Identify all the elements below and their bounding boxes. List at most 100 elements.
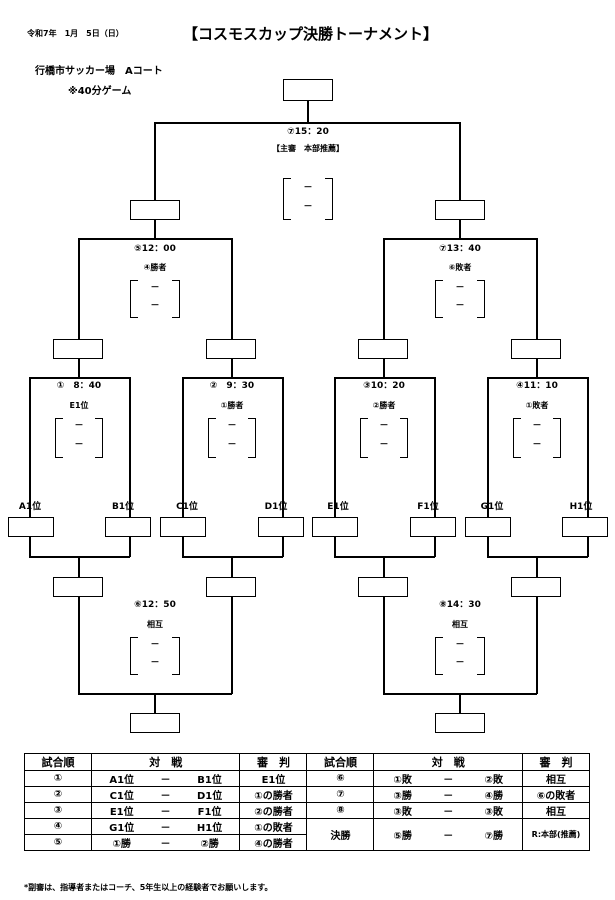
team-box-d1[interactable] — [258, 517, 304, 537]
qf-4-referee: ①敗者 — [525, 401, 549, 410]
table-row: ④ G1位 － H1位 ①の敗者 決勝 ⑤勝 － ⑦勝 R:本部(推薦) — [24, 818, 590, 851]
cell-team-b: D1位 — [179, 786, 241, 803]
table-row: ① A1位 － B1位 E1位 ⑥ ①敗 － ②敗 相互 — [24, 770, 590, 787]
table-row: ⑤ ①勝 － ②勝 ④の勝者 — [24, 834, 590, 851]
team-box-e1[interactable] — [312, 517, 358, 537]
col-match: 対 戦 — [90, 753, 241, 771]
final-score-2: － — [303, 202, 313, 212]
team-box-b1[interactable] — [105, 517, 151, 537]
team-label-h1: H1位 — [569, 502, 593, 512]
cell-team-a: ③勝 — [373, 786, 431, 803]
cell-team-a: E1位 — [91, 802, 152, 819]
qf-4-score-2: － — [532, 440, 542, 450]
team-box-h1[interactable] — [562, 517, 608, 537]
loser-final-2-box[interactable] — [435, 713, 485, 733]
qf-1-score-2: － — [74, 440, 84, 450]
qf-2-loser-box[interactable] — [206, 577, 256, 597]
qf-1-match: ① 8：40 — [56, 381, 102, 391]
cell-order: ⑤ — [24, 834, 92, 851]
cell-team-b: ③敗 — [465, 802, 523, 819]
qf-3-referee: ②勝者 — [372, 401, 396, 410]
qf-2-match: ② 9：30 — [209, 381, 255, 391]
cell-dash: － — [430, 802, 466, 819]
col-order-2: 試合順 — [306, 753, 375, 771]
qf-1-referee: E1位 — [69, 401, 89, 410]
cell-team-b: ④勝 — [465, 786, 523, 803]
loser-match-1-score-1: － — [150, 640, 160, 650]
semi-2-score-1: － — [455, 283, 465, 293]
cell-team-b: H1位 — [179, 818, 241, 835]
qf-1-loser-box[interactable] — [53, 577, 103, 597]
qf-3-winner-box[interactable] — [358, 339, 408, 359]
team-box-a1[interactable] — [8, 517, 54, 537]
cell-referee: ②の勝者 — [239, 802, 308, 819]
cell-order: ⑦ — [306, 786, 375, 803]
venue: 行橋市サッカー場 Aコート — [35, 66, 163, 77]
cell-order: ① — [24, 770, 92, 787]
loser-match-2: ⑧14：30 — [439, 600, 481, 610]
cell-referee-final: R:本部(推薦) — [522, 818, 590, 851]
team-box-c1[interactable] — [160, 517, 206, 537]
semi-1-referee: ④勝者 — [143, 263, 167, 272]
semi-2-referee: ⑥敗者 — [448, 263, 472, 272]
loser-final-1-box[interactable] — [130, 713, 180, 733]
cell-team-b: ②敗 — [465, 770, 523, 787]
team-label-d1: D1位 — [264, 502, 288, 512]
semi-2-score-2: － — [455, 301, 465, 311]
cell-team-a: ③敗 — [373, 802, 431, 819]
game-duration: ※40分ゲーム — [68, 86, 132, 97]
cell-team-b: F1位 — [179, 802, 241, 819]
cell-dash: － — [430, 786, 466, 803]
col-referee-2: 審 判 — [522, 753, 590, 771]
final-referee: 【主審 本部推薦】 — [272, 144, 344, 153]
loser-match-2-referee: 相互 — [452, 620, 468, 629]
cell-referee: ④の勝者 — [239, 834, 308, 851]
footnote: *副審は、指導者またはコーチ、5年生以上の経験者でお願いします。 — [24, 883, 273, 892]
loser-match-1-score-2: － — [150, 658, 160, 668]
col-referee: 審 判 — [239, 753, 308, 771]
qf-4-loser-box[interactable] — [511, 577, 561, 597]
table-row: ③ E1位 － F1位 ②の勝者 ⑧ ③敗 － ③敗 相互 — [24, 802, 590, 819]
cell-order: ④ — [24, 818, 92, 835]
cell-order: ③ — [24, 802, 92, 819]
cell-team-a-final: ⑤勝 — [373, 818, 431, 851]
team-label-g1: G1位 — [480, 502, 504, 512]
cell-dash: － — [151, 802, 180, 819]
cell-dash-final: － — [430, 818, 466, 851]
cell-team-a: ①勝 — [91, 834, 152, 851]
cell-order-final: 決勝 — [306, 818, 375, 851]
qf-2-referee: ①勝者 — [220, 401, 244, 410]
semi-1-score-1: － — [150, 283, 160, 293]
semi-2-winner-box[interactable] — [435, 200, 485, 220]
qf-1-winner-box[interactable] — [53, 339, 103, 359]
cell-dash: － — [151, 786, 180, 803]
semi-1-score-2: － — [150, 301, 160, 311]
qf-4-winner-box[interactable] — [511, 339, 561, 359]
team-label-a1: A1位 — [18, 502, 42, 512]
team-label-f1: F1位 — [417, 502, 439, 512]
champion-box[interactable] — [283, 79, 333, 101]
cell-team-a: G1位 — [91, 818, 152, 835]
cell-team-a: A1位 — [91, 770, 152, 787]
team-box-g1[interactable] — [465, 517, 511, 537]
cell-team-b: B1位 — [179, 770, 241, 787]
team-label-c1: C1位 — [176, 502, 198, 512]
qf-2-score-2: － — [227, 440, 237, 450]
qf-3-loser-box[interactable] — [358, 577, 408, 597]
page-title: 【コスモスカップ決勝トーナメント】 — [183, 25, 439, 43]
final-match: ⑦15：20 — [287, 127, 329, 137]
cell-referee: 相互 — [522, 802, 590, 819]
cell-dash: － — [151, 834, 180, 851]
qf-2-winner-box[interactable] — [206, 339, 256, 359]
team-label-b1: B1位 — [111, 502, 135, 512]
col-match-2: 対 戦 — [373, 753, 523, 771]
col-order: 試合順 — [24, 753, 92, 771]
team-box-f1[interactable] — [410, 517, 456, 537]
team-label-e1: E1位 — [327, 502, 349, 512]
qf-4-match: ④11：10 — [516, 381, 558, 391]
semi-1-winner-box[interactable] — [130, 200, 180, 220]
table-row: ② C1位 － D1位 ①の勝者 ⑦ ③勝 － ④勝 ⑥の敗者 — [24, 786, 590, 803]
cell-team-b-final: ⑦勝 — [465, 818, 523, 851]
cell-team-b: ②勝 — [179, 834, 241, 851]
cell-referee: 相互 — [522, 770, 590, 787]
